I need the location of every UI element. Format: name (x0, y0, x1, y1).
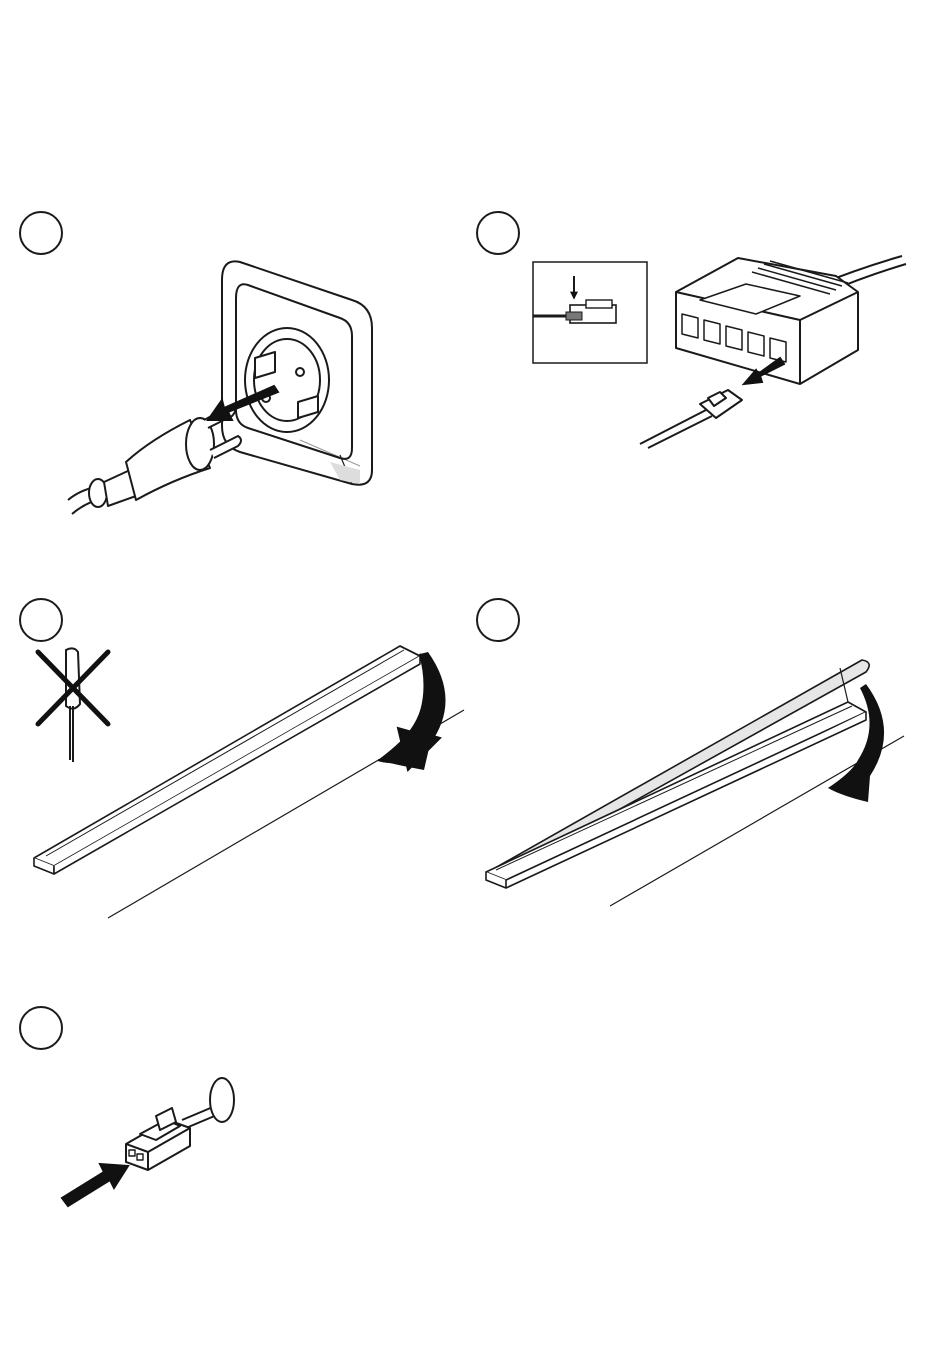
distributor-box-icon (676, 256, 906, 384)
connector-detail-inset (533, 262, 647, 363)
mini-connector-plug-icon (640, 390, 742, 448)
push-arrow-icon (62, 1164, 128, 1206)
power-plug-icon (68, 405, 241, 514)
step-4-number-circle (477, 599, 519, 641)
step-1-number-circle (20, 212, 62, 254)
step-5-number-circle (20, 1007, 62, 1049)
led-profile-closed-icon (34, 646, 464, 918)
step-2-number-circle (477, 212, 519, 254)
step-4 (477, 599, 904, 906)
step-2 (477, 212, 906, 448)
screwdriver-icon (66, 648, 80, 762)
step-3-number-circle (20, 599, 62, 641)
step-3 (20, 599, 464, 918)
wall-socket-icon (222, 261, 372, 484)
connector-with-cable-icon (126, 1078, 234, 1170)
step-5 (20, 1007, 234, 1206)
step-1 (20, 212, 372, 514)
rotate-arrow-icon (828, 684, 884, 802)
